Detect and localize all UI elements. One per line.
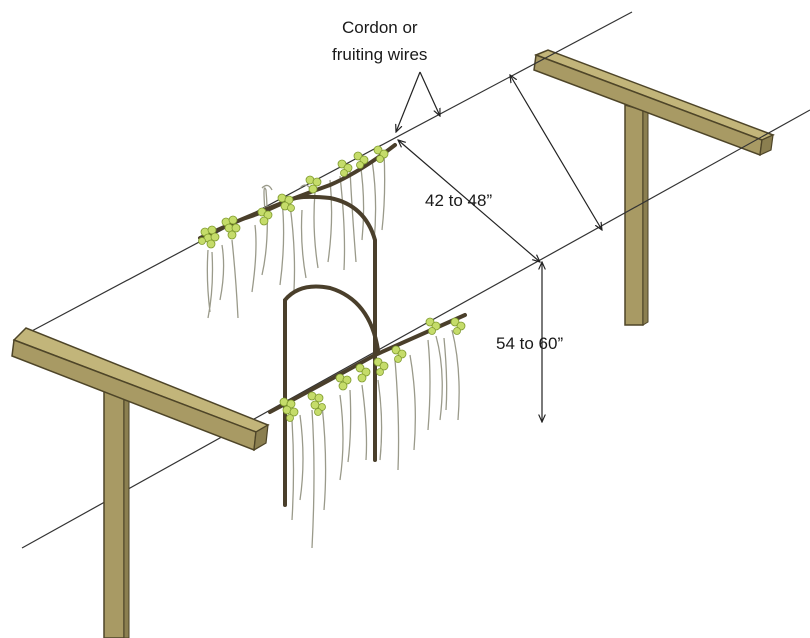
wire-callout-arrow-upper [419,71,440,116]
callout-arrows [396,71,602,422]
grape-cluster-13 [373,357,389,376]
grape-cluster-10 [307,391,326,416]
grape-cluster-7 [353,151,369,169]
grape-cluster-16 [450,317,466,335]
grape-cluster-14 [391,345,407,363]
grape-cluster-6 [337,159,353,177]
grape-cluster-1 [198,225,220,249]
wire-spacing-label: 42 to 48” [425,191,492,210]
wire-height-label: 54 to 60” [496,334,563,353]
spacing-extension-line [510,75,602,230]
left-crossarm [11,327,270,452]
cordon-wire-lower [21,109,810,549]
grape-cluster-5 [305,175,322,194]
right-crossarm [533,49,775,157]
left-post [103,387,130,638]
spacing-dimension-line [398,140,540,262]
right-post [624,104,649,326]
grape-cluster-4 [277,193,295,212]
grape-clusters [198,145,466,422]
grape-cluster-15 [425,317,441,335]
grape-cluster-12 [355,363,371,383]
wires-label-line2: fruiting wires [332,45,427,64]
wires-label-line1: Cordon or [342,18,418,37]
cordon-wire-upper [27,11,633,334]
grape-cluster-2 [221,215,241,240]
grape-cluster-8 [373,145,389,163]
wire-callout-arrow-lower [396,71,421,132]
grape-cluster-11 [335,373,352,391]
grape-cluster-9 [279,397,299,422]
hanging-shoots-upper [206,151,386,319]
hanging-shoots-lower [291,329,460,549]
grape-cluster-3 [257,207,273,226]
